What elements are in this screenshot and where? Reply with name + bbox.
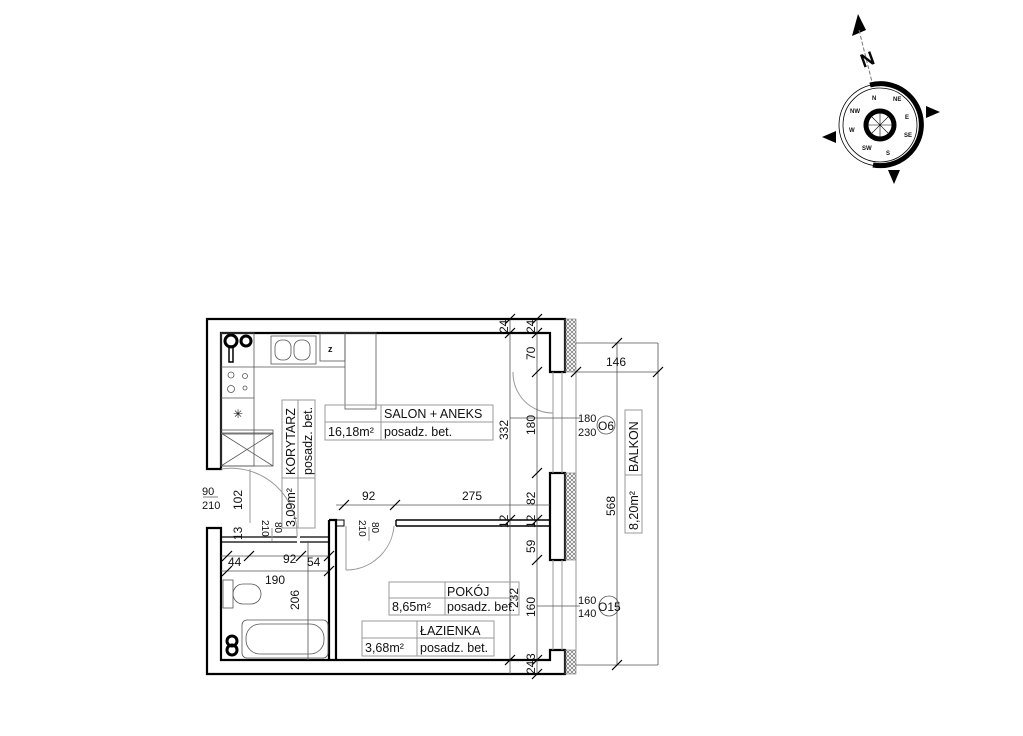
room-name: POKÓJ: [447, 584, 489, 599]
room-label-lazienka: ŁAZIENKA 3,68m² posadz. bet.: [361, 620, 495, 657]
dir-n: N: [872, 96, 876, 102]
room-label-balkon: BALKON 8,20m²: [624, 409, 643, 534]
dim-146: 146: [606, 355, 626, 369]
dim-44: 44: [228, 555, 242, 569]
room-floor: posadz. bet.: [384, 425, 452, 439]
room-floor: posadz. bet.: [447, 600, 515, 614]
window-id: O15: [598, 600, 621, 614]
room-label-pokoj: POKÓJ 8,65m² posadz. bet.: [388, 581, 520, 616]
dim-102: 102: [231, 490, 245, 510]
entry-door-width: 90: [202, 486, 214, 498]
dir-w: W: [849, 128, 855, 134]
dim-92: 92: [362, 489, 376, 503]
doors: [220, 371, 554, 571]
dim-190: 190: [265, 573, 285, 587]
room-floor: posadz. bet.: [420, 641, 488, 655]
room-label-salon: SALON + ANEKS 16,18m² posadz. bet.: [324, 404, 494, 441]
sink-icon: [270, 335, 317, 365]
room-name: ŁAZIENKA: [420, 624, 481, 638]
svg-text:z: z: [328, 344, 333, 354]
door-width: 80: [272, 522, 283, 534]
kitchen-fixtures: z ✳: [220, 332, 377, 467]
dim-13: 13: [231, 526, 245, 540]
window-height: 230: [578, 427, 596, 439]
dir-ne: NE: [893, 97, 901, 103]
dim-332: 332: [497, 420, 511, 440]
dim-70: 70: [524, 346, 538, 360]
room-area: 3,68m²: [365, 641, 404, 655]
window-width: 180: [578, 413, 596, 425]
entry-door-height: 210: [202, 500, 220, 512]
dir-se: SE: [904, 133, 912, 139]
dimension-lines: [203, 313, 664, 680]
door-height: 210: [259, 520, 270, 537]
compass-rose: N N NE E SE S SW W NW: [822, 14, 940, 184]
dim-54: 54: [307, 555, 321, 569]
dim-275: 275: [462, 489, 482, 503]
bathroom-fixtures: [222, 579, 329, 659]
north-label: N: [858, 48, 877, 71]
dim-24: 24: [524, 319, 538, 333]
dim-12: 12: [524, 514, 538, 528]
room-area: 3,09m²: [284, 488, 298, 527]
dim-59: 59: [524, 539, 538, 553]
window-width: 160: [578, 595, 596, 607]
stove-icon: [227, 371, 235, 379]
room-area: 16,18m²: [328, 425, 374, 439]
dim-12: 12: [497, 514, 511, 528]
room-name: KORYTARZ: [284, 408, 298, 475]
north-arrow-icon: [852, 14, 866, 36]
dir-s: S: [886, 151, 890, 157]
room-name: BALKON: [627, 421, 641, 472]
dim-3: 3: [524, 653, 538, 660]
dir-sw: SW: [862, 146, 872, 152]
room-name: SALON + ANEKS: [384, 407, 482, 421]
dim-24: 24: [524, 660, 538, 674]
room-area: 8,20m²: [627, 491, 641, 530]
toilet-icon: [232, 583, 262, 605]
dim-180: 180: [524, 415, 538, 435]
dir-e: E: [905, 115, 909, 121]
window-id: O6: [598, 419, 614, 433]
dim-82: 82: [524, 491, 538, 505]
room-label-korytarz: KORYTARZ posadz. bet. 3,09m²: [281, 399, 316, 529]
dim-24: 24: [497, 319, 511, 333]
room-area: 8,65m²: [392, 600, 431, 614]
dir-nw: NW: [850, 109, 860, 115]
dim-568: 568: [604, 496, 618, 516]
bathtub-icon: [241, 619, 329, 659]
dim-92: 92: [283, 552, 297, 566]
window-height: 140: [578, 608, 596, 620]
wardrobe-icon: [220, 432, 274, 467]
dim-206: 206: [288, 590, 302, 610]
boiler-icon: [223, 333, 239, 349]
dim-160: 160: [524, 597, 538, 617]
room-floor: posadz. bet.: [301, 407, 315, 475]
door-width: 80: [369, 522, 380, 534]
fridge-icon: ✳: [233, 407, 243, 421]
door-height: 210: [356, 520, 367, 537]
